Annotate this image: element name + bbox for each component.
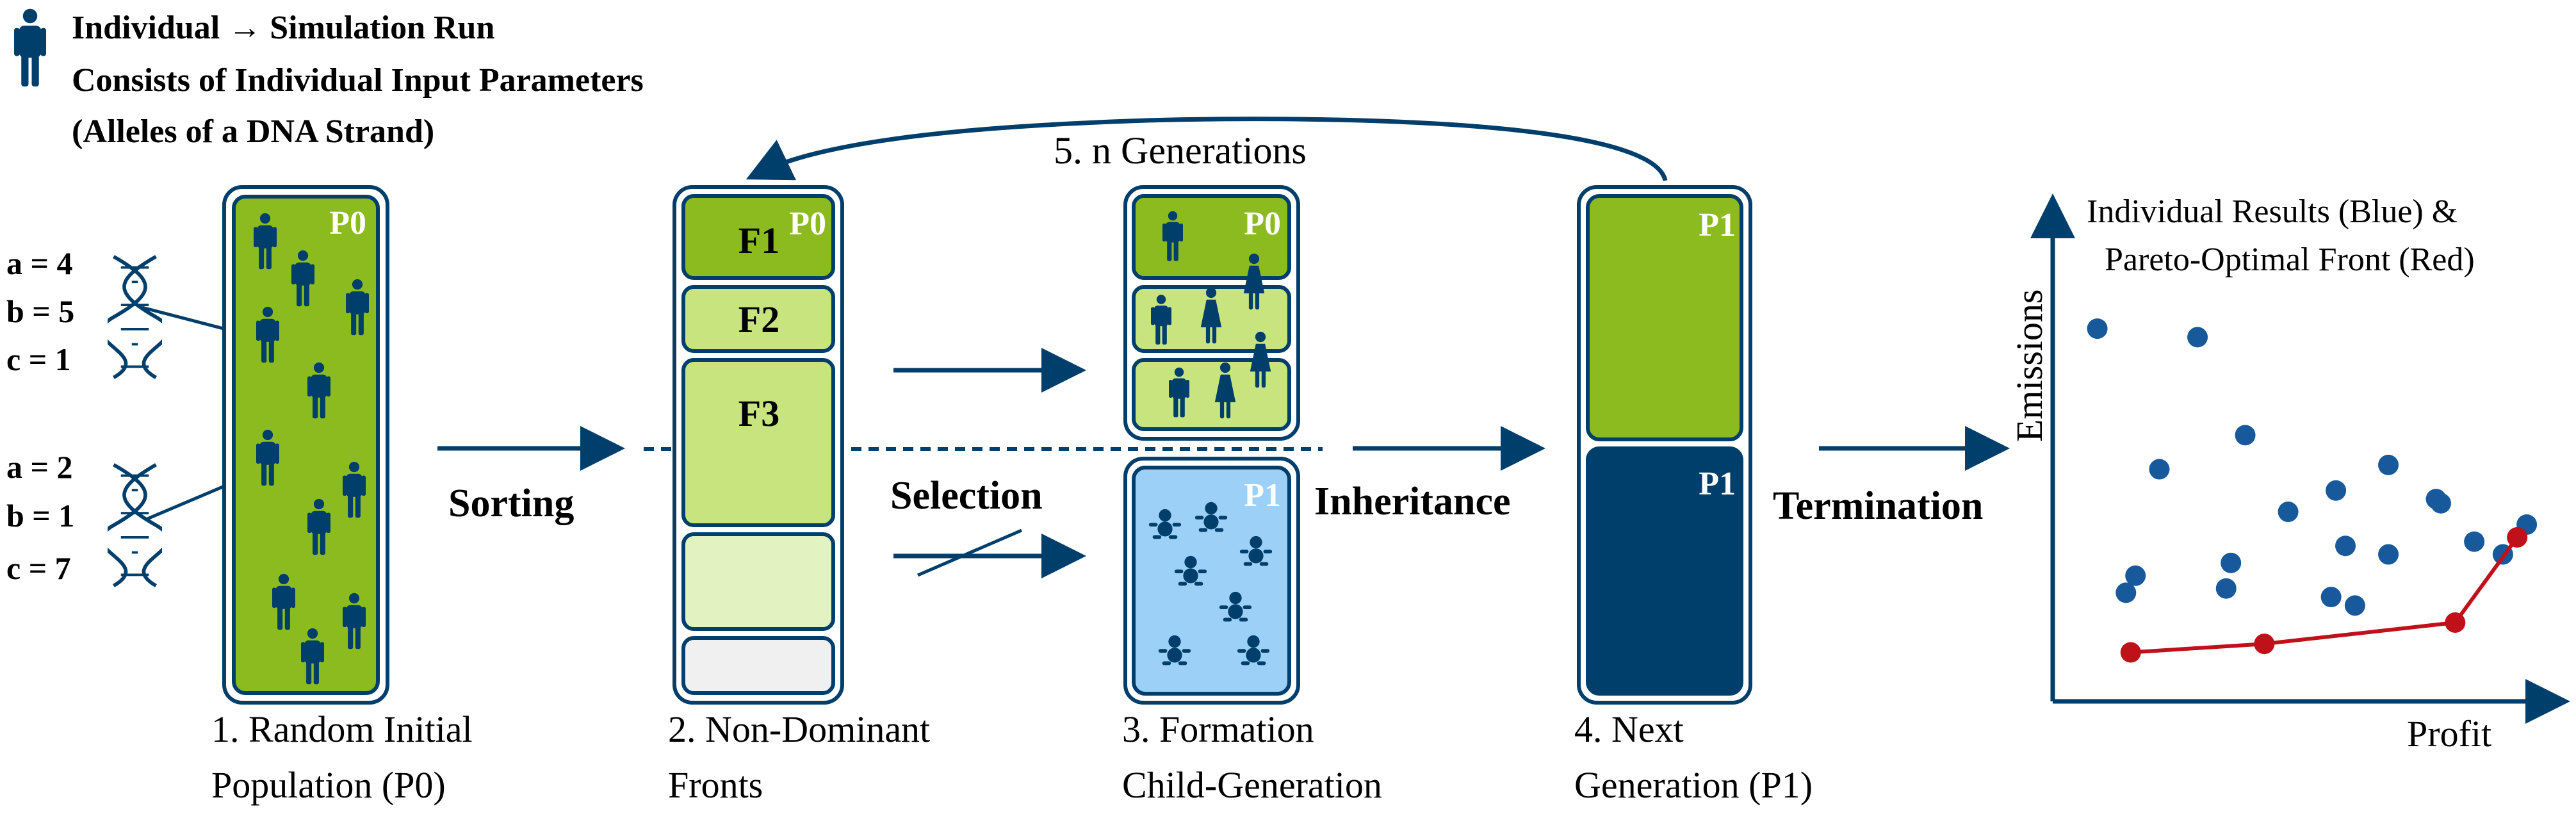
stage-1-box-label: P0 <box>329 205 366 241</box>
person-icon <box>14 8 46 86</box>
stage-3-caption-2: Child-Generation <box>1122 764 1382 806</box>
stage-1-population: P0 <box>222 185 389 705</box>
dna-set2-c: c = 7 <box>6 550 71 586</box>
stage-3-top-box-label: P0 <box>1244 206 1281 242</box>
stage-4-caption-2: Generation (P1) <box>1574 764 1813 806</box>
pareto-point <box>2445 612 2466 633</box>
stage-2-caption-2: Fronts <box>668 764 763 806</box>
stage-4-bottom-box-label: P1 <box>1699 466 1736 502</box>
front-f3-label: F3 <box>738 393 779 434</box>
stage-4-top-box-label: P1 <box>1699 207 1736 243</box>
blue-result-point <box>2149 459 2170 480</box>
blue-result-point <box>2431 493 2451 514</box>
stage-3-bottom-box-label: P1 <box>1244 477 1281 514</box>
front-f1-label: F1 <box>738 220 779 261</box>
blue-result-point <box>2115 582 2137 603</box>
stage-4-next-generation: P1 P1 <box>1577 185 1752 705</box>
sorting-label: Sorting <box>448 482 574 525</box>
dna-set1-c: c = 1 <box>6 341 71 377</box>
stage-3-child-generation: P0 P1 <box>1123 185 1300 705</box>
front-f1 <box>681 194 835 280</box>
dna-helix-icon <box>101 257 168 378</box>
blue-result-point <box>2215 578 2237 599</box>
loop-label: 5. n Generations <box>1054 129 1307 172</box>
stage-1-caption-2: Population (P0) <box>211 764 446 806</box>
blue-result-point <box>2221 552 2242 573</box>
blue-result-point <box>2464 531 2485 552</box>
dna-set2-b: b = 1 <box>6 498 74 534</box>
generation-loop-arrow <box>746 117 1668 181</box>
dna-set1-b: b = 5 <box>6 293 74 329</box>
stage-3-caption-1: 3. Formation <box>1122 708 1314 750</box>
front-f2-label: F2 <box>738 298 779 340</box>
front-f3 <box>681 358 835 527</box>
pareto-point <box>2254 633 2275 655</box>
results-chart: Individual Results (Blue) & Pareto-Optim… <box>2009 193 2570 755</box>
pareto-point <box>2120 642 2141 663</box>
stage-2-fronts: P0 F1 F2 F3 <box>673 185 844 705</box>
blue-result-point <box>2235 425 2256 446</box>
pareto-front-line <box>2130 536 2519 655</box>
legend-line-3: (Alleles of a DNA Strand) <box>72 113 434 150</box>
blue-result-point <box>2378 454 2399 475</box>
blue-result-point <box>2378 544 2399 565</box>
stage-2-caption-1: 2. Non-Dominant <box>668 708 930 750</box>
dna-helix-icon <box>101 465 168 586</box>
chart-title: Individual Results (Blue) & <box>2087 193 2458 230</box>
dna-set1-a: a = 4 <box>6 245 73 281</box>
front-f5 <box>681 636 835 695</box>
blue-result-point <box>2087 318 2108 339</box>
blue-result-point <box>2187 327 2208 348</box>
stage-2-box-label: P0 <box>789 206 826 242</box>
dna-set2-a: a = 2 <box>6 449 73 485</box>
chart-subtitle: Pareto-Optimal Front (Red) <box>2105 241 2475 278</box>
blue-result-point <box>2344 595 2365 616</box>
stage-4-caption-1: 4. Next <box>1574 708 1684 750</box>
stage-1-caption-1: 1. Random Initial <box>211 708 473 750</box>
blue-result-point <box>2278 502 2299 523</box>
front-f4 <box>681 532 835 631</box>
x-axis-label: Profit <box>2407 713 2491 755</box>
pareto-point <box>2507 527 2528 548</box>
inheritance-label: Inheritance <box>1314 480 1511 523</box>
termination-label: Termination <box>1773 484 1983 528</box>
blue-result-point <box>2326 480 2347 501</box>
selection-label: Selection <box>890 474 1043 518</box>
blue-result-point <box>2125 565 2146 586</box>
blue-result-point <box>2335 535 2356 557</box>
blue-result-point <box>2320 587 2342 608</box>
selection-cross-stroke <box>917 528 1022 577</box>
legend-line-1: Individual → Simulation Run <box>72 10 494 46</box>
y-axis-label: Emissions <box>2009 290 2050 443</box>
legend-line-2: Consists of Individual Input Parameters <box>72 62 644 99</box>
front-f2 <box>681 285 835 353</box>
